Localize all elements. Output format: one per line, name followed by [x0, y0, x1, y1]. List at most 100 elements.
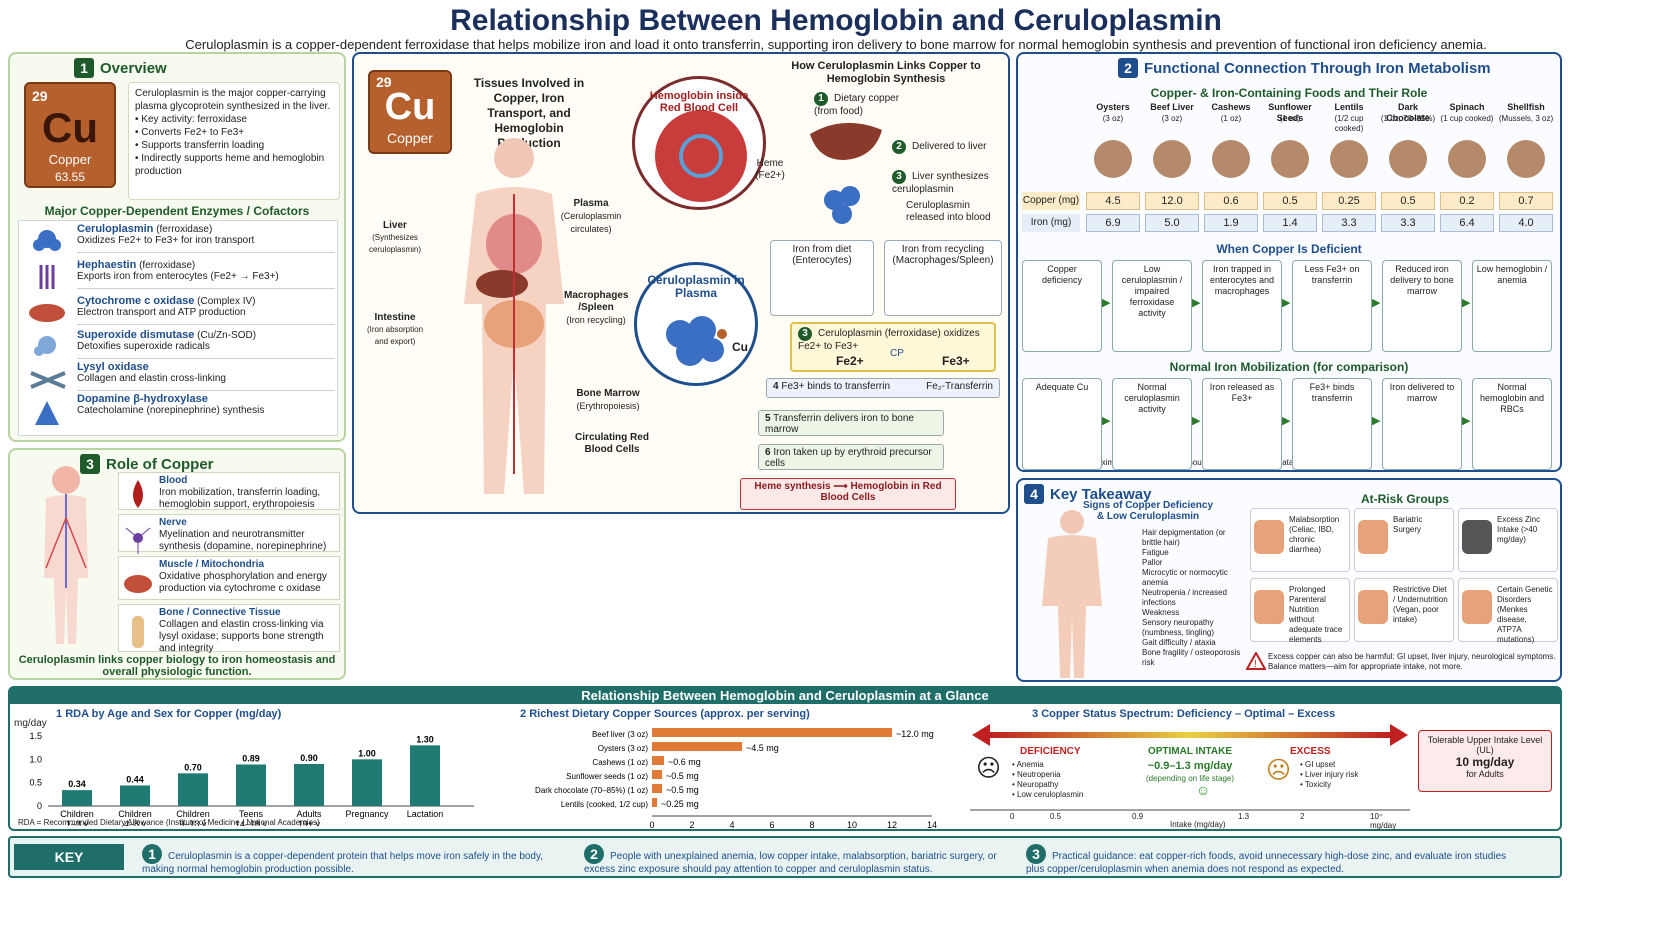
normal-step: Normal hemoglobin and RBCs	[1472, 378, 1552, 470]
rda-category-label: Adults	[296, 809, 322, 819]
warning-icon: !	[1246, 652, 1266, 670]
rda-bar	[410, 745, 440, 806]
iron-value: 1.4	[1263, 214, 1317, 232]
rda-category-label: Children	[118, 809, 152, 819]
overview-text: Ceruloplasmin is the major copper-carryi…	[128, 82, 340, 200]
step-5: 5 Transferrin delivers iron to bone marr…	[758, 410, 944, 436]
enzyme-item: Lysyl oxidase Collagen and elastin cross…	[77, 361, 335, 391]
glance-panel: Relationship Between Hemoglobin and Ceru…	[8, 686, 1562, 831]
step-4-transferrin: 4 Fe3+ binds to transferrin Fe₂-Transfer…	[766, 378, 1000, 398]
normal-step: Adequate Cu	[1022, 378, 1102, 470]
source-bar	[652, 784, 662, 793]
role-icons	[124, 480, 152, 648]
arrow-icon: ▶	[1282, 415, 1291, 427]
tissue-label-macrophages: Macrophages /Spleen(Iron recycling)	[564, 290, 629, 325]
arrow-icon: ▶	[1192, 415, 1201, 427]
source-bar	[652, 756, 664, 765]
signs-title: Signs of Copper Deficiency & Low Cerulop…	[1082, 500, 1214, 522]
element-symbol: Cu	[42, 104, 98, 151]
x-tick-label: 8	[809, 820, 814, 830]
food-serving: (1 oz)	[1220, 114, 1242, 123]
iron-value: 6.4	[1440, 214, 1494, 232]
tissue-label-intestine: Intestine(Iron absorption and export)	[366, 312, 424, 346]
risk-icon	[1254, 590, 1284, 624]
iron-value: 1.9	[1204, 214, 1258, 232]
copper-value: 0.2	[1440, 192, 1494, 210]
source-value-label: ~4.5 mg	[746, 743, 779, 753]
food-serving: (3 oz)	[1161, 114, 1183, 123]
svg-text:!: !	[1254, 659, 1257, 670]
cu-label: Cu	[732, 340, 748, 354]
food-serving: (1 oz, 70–85%)	[1380, 114, 1436, 123]
anatomy-illustration	[464, 138, 564, 494]
copper-tile-large: 29 Cu Copper	[368, 70, 452, 154]
rda-category-label: 1–3 y	[66, 819, 89, 826]
source-bar	[652, 798, 657, 807]
rda-category-label: 14–18 y	[235, 819, 268, 826]
x-tick-label: 0	[649, 820, 654, 830]
arrow-icon: ▶	[1192, 297, 1201, 309]
hemoglobin-title: Hemoglobin inside Red Blood Cell	[649, 90, 749, 114]
food-name: Oysters	[1096, 102, 1130, 112]
tissue-label-liver: Liver(Synthesizes ceruloplasmin)	[368, 220, 422, 254]
food-serving: (3 oz)	[1102, 114, 1124, 123]
risk-icon	[1358, 590, 1388, 624]
enzyme-item: Ceruloplasmin (ferroxidase)Oxidizes Fe2+…	[77, 223, 335, 253]
signs-list: Hair depigmentation (or brittle hair)Fat…	[1142, 528, 1241, 667]
key-takeaways-title: KEY TAKEAWAYS	[14, 844, 124, 891]
foods-note: * Values are approximate and vary by foo…	[1036, 458, 1365, 467]
food-image	[1271, 140, 1309, 178]
liver-illustration	[810, 122, 882, 224]
x-tick-label: 10	[847, 820, 857, 830]
food-name: Cashews	[1211, 102, 1251, 112]
source-bar	[652, 742, 742, 751]
normal-step: Fe3+ binds transferrin	[1292, 378, 1372, 470]
bone-icon	[132, 616, 144, 648]
food-name: Shellfish	[1507, 102, 1545, 112]
tissue-label-rbc: Circulating Red Blood Cells	[575, 432, 649, 455]
excess-warning: ! Excess copper can also be harmful: GI …	[1244, 652, 1560, 672]
rda-category-label: 19+ y	[298, 819, 321, 826]
atomic-number: 29	[32, 88, 48, 104]
sad-face-icon: ☹	[976, 755, 1002, 782]
rda-value-label: 0.90	[300, 753, 318, 763]
source-value-label: ~12.0 mg	[896, 729, 934, 739]
food-name: Lentils	[1334, 102, 1364, 112]
deficiency-title: DEFICIENCY	[1020, 746, 1081, 757]
iron-recycle-box: Iron from recycling (Macrophages/Spleen)	[884, 240, 1002, 316]
source-label: Oysters (3 oz)	[598, 744, 649, 753]
iron-value: 6.9	[1086, 214, 1140, 232]
iron-value: 3.3	[1381, 214, 1435, 232]
deficient-step: Low ceruloplasmin / impaired ferroxidase…	[1112, 260, 1192, 352]
copper-value: 0.5	[1381, 192, 1435, 210]
copper-value: 0.7	[1499, 192, 1553, 210]
enzyme-item: Cytochrome c oxidase (Complex IV)Electro…	[77, 295, 335, 325]
optimal-title: OPTIMAL INTAKE	[1147, 746, 1233, 757]
page-title: Relationship Between Hemoglobin and Ceru…	[450, 4, 1222, 37]
flow-title: How Ceruloplasmin Links Copper to Hemogl…	[791, 60, 981, 85]
copper-value: 0.6	[1204, 192, 1258, 210]
rda-value-label: 0.44	[126, 774, 144, 784]
rda-value-label: 0.89	[242, 753, 260, 763]
food-serving: (1 cup cooked)	[1440, 114, 1494, 123]
arrow-icon: ▶	[1102, 297, 1111, 309]
enzyme-item: Superoxide dismutase (Cu/Zn-SOD)Detoxifi…	[77, 329, 335, 359]
deficient-title: When Copper Is Deficient	[1216, 242, 1362, 256]
page-subtitle: Ceruloplasmin is a copper-dependent ferr…	[185, 37, 1487, 52]
source-value-label: ~0.5 mg	[666, 785, 699, 795]
source-label: Beef liver (3 oz)	[592, 730, 648, 739]
zinc-icon	[1462, 520, 1492, 554]
food-image	[1330, 140, 1368, 178]
food-serving: (Mussels, 3 oz)	[1498, 114, 1554, 123]
food-image	[1094, 140, 1132, 178]
atomic-mass: 63.55	[54, 170, 86, 184]
arrow-icon: ▶	[1462, 415, 1471, 427]
enzyme-icons	[29, 230, 66, 425]
